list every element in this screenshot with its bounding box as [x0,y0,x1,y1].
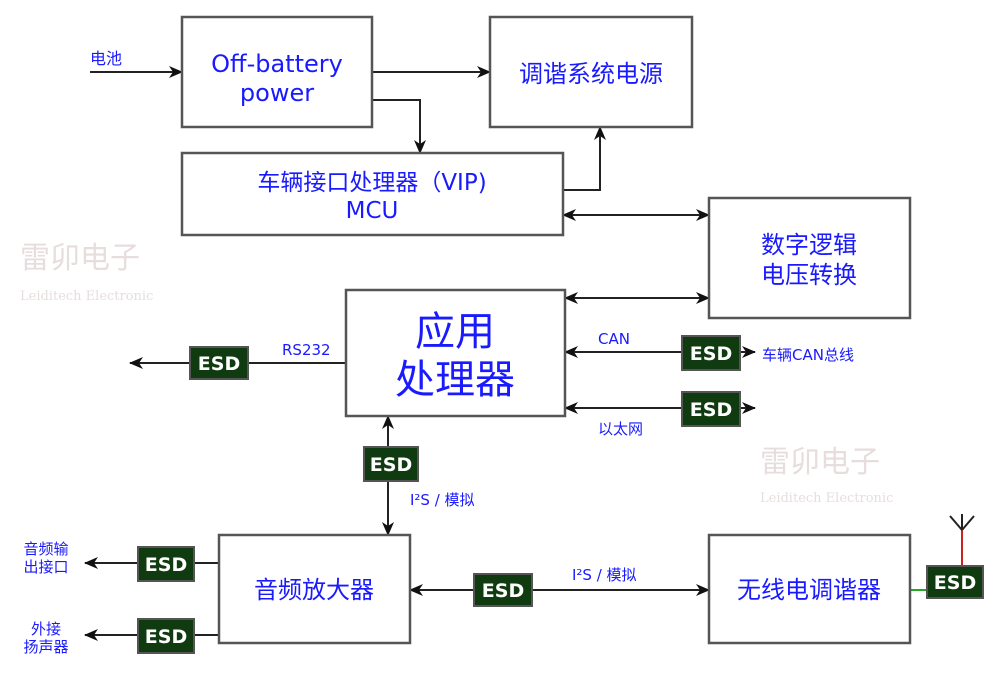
esd-audio-out: ESD [137,546,195,582]
label-rs232: RS232 [282,341,331,359]
label-speaker-2: 扬声器 [23,638,68,656]
label-can: CAN [598,330,630,348]
svg-text:无线电调谐器: 无线电调谐器 [737,576,881,604]
svg-text:ESD: ESD [690,399,732,421]
svg-text:ESD: ESD [145,554,187,576]
svg-text:ESD: ESD [934,572,976,594]
svg-text:ESD: ESD [690,343,732,365]
label-battery: 电池 [90,49,122,68]
block-app-processor: 应用 处理器 [344,288,567,418]
svg-text:车辆接口处理器（VIP): 车辆接口处理器（VIP) [257,170,486,196]
svg-text:power: power [240,79,314,107]
svg-text:MCU: MCU [346,198,399,224]
svg-text:ESD: ESD [482,580,524,602]
esd-speaker: ESD [137,618,195,654]
svg-text:处理器: 处理器 [395,357,515,403]
block-radio-tuner: 无线电调谐器 [707,533,912,645]
esd-audio-tuner: ESD [473,573,533,607]
svg-text:调谐系统电源: 调谐系统电源 [519,60,663,88]
svg-text:电压转换: 电压转换 [761,261,857,289]
svg-text:Leiditech Electronic: Leiditech Electronic [20,289,153,304]
label-vehicle-can-bus: 车辆CAN总线 [762,346,854,364]
esd-can: ESD [681,335,741,371]
label-speaker: 外接 [31,620,61,638]
label-i2s-analog-tuner: I²S / 模拟 [572,566,637,584]
block-audio-amplifier: 音频放大器 [217,533,412,645]
esd-antenna: ESD [926,565,984,599]
svg-text:雷卯电子: 雷卯电子 [760,445,880,480]
svg-text:ESD: ESD [145,626,187,648]
svg-text:音频放大器: 音频放大器 [254,576,374,604]
svg-text:Leiditech Electronic: Leiditech Electronic [760,491,893,506]
label-i2s-analog-app: I²S / 模拟 [410,491,475,509]
esd-ethernet: ESD [681,391,741,427]
block-logic-level-converter: 数字逻辑 电压转换 [707,196,912,320]
svg-text:ESD: ESD [198,353,240,375]
svg-text:ESD: ESD [370,454,412,476]
label-ethernet: 以太网 [598,420,643,438]
svg-text:雷卯电子: 雷卯电子 [20,241,140,276]
block-vip-mcu: 车辆接口处理器（VIP) MCU [180,151,565,237]
svg-text:Off-battery: Off-battery [211,50,343,78]
esd-app-audio: ESD [363,446,419,482]
block-tuner-power: 调谐系统电源 [488,15,694,129]
label-audio-out: 音频输 [23,540,68,558]
watermark-left: 雷卯电子 Leiditech Electronic [20,241,153,304]
svg-text:应用: 应用 [415,309,495,355]
antenna-icon [949,514,975,566]
watermark-right: 雷卯电子 Leiditech Electronic [760,445,893,506]
label-audio-out-2: 出接口 [23,558,68,576]
svg-text:数字逻辑: 数字逻辑 [761,231,857,259]
block-off-battery-power: Off-battery power [180,15,374,129]
esd-rs232: ESD [189,346,249,380]
